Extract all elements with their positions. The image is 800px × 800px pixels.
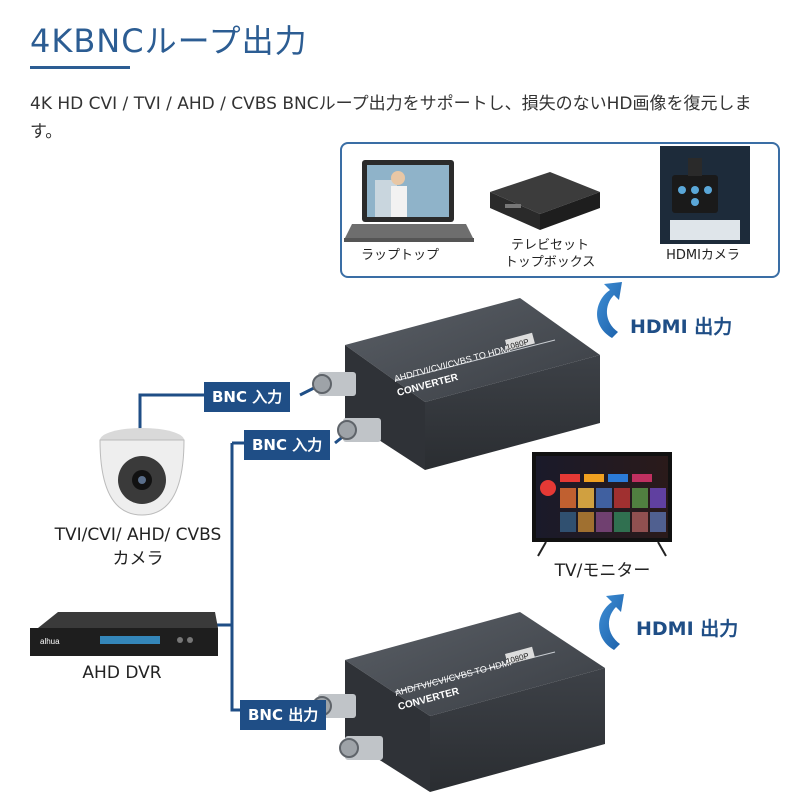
- page-description: 4K HD CVI / TVI / AHD / CVBS BNCループ出力をサポ…: [30, 94, 752, 142]
- converter-top: [312, 298, 600, 470]
- hdmi-output-label-top: HDMI 出力: [630, 316, 733, 338]
- set-top-box-icon: [490, 172, 600, 230]
- laptop-icon: [344, 160, 474, 242]
- camera-source-label-1: TVI/CVI/ AHD/ CVBS: [54, 525, 222, 545]
- hdmi-out-arrow-bottom: [599, 594, 624, 650]
- bnc-input-tag: BNC 入力: [204, 382, 291, 412]
- hdmi-output-label-bottom: HDMI 出力: [636, 618, 739, 640]
- bnc-connector: [312, 372, 356, 396]
- hdmi-out-arrow-top: [597, 282, 622, 338]
- converter-bottom: [312, 612, 605, 792]
- page-title: 4KBNCループ出力: [30, 22, 308, 60]
- bnc-output-tag: BNC 出力: [240, 700, 327, 730]
- hdmi-camera-label: HDMIカメラ: [666, 248, 740, 263]
- title-underline: [30, 66, 130, 69]
- dvr-label: AHD DVR: [82, 663, 162, 683]
- dvr-brand-logo: alhua: [40, 637, 60, 646]
- set-top-box-label-1: テレビセット: [510, 238, 589, 253]
- tv-icon: [532, 452, 672, 557]
- laptop-label: ラップトップ: [360, 248, 439, 263]
- camera-source-label-2: カメラ: [112, 549, 164, 569]
- set-top-box-label-2: トップボックス: [504, 255, 596, 270]
- bnc-input-tag-2: BNC 入力: [244, 430, 331, 460]
- dome-camera-icon: [99, 428, 185, 516]
- bnc-connector: [337, 418, 381, 442]
- hdmi-camera-icon: [660, 146, 750, 244]
- bnc-connector: [339, 736, 383, 760]
- tv-label: TV/モニター: [554, 561, 651, 581]
- dvr-icon: [30, 612, 218, 656]
